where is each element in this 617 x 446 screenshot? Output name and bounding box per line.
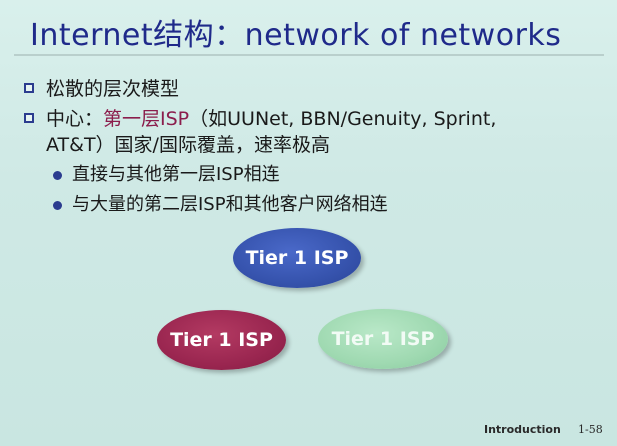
bullet-rest-line2: AT&T）国家/国际覆盖，速率极高 <box>46 134 330 156</box>
square-bullet-icon <box>24 83 34 93</box>
isp-node-right: Tier 1 ISP <box>318 309 448 369</box>
sub-bullet-text: 直接与其他第一层ISP相连 <box>72 164 280 185</box>
sub-bullet-item: 直接与其他第一层ISP相连 <box>24 162 604 188</box>
dot-bullet-icon <box>53 171 62 180</box>
isp-node-label: Tier 1 ISP <box>331 328 435 350</box>
sub-bullet-item: 与大量的第二层ISP和其他客户网络相连 <box>24 192 604 218</box>
isp-node-left: Tier 1 ISP <box>157 310 286 370</box>
footer-page-number: 1-58 <box>578 423 603 436</box>
bullet-rest-line1: （如UUNet, BBN/Genuity, Sprint, <box>189 108 497 130</box>
bullet-item-core: 中心：第一层ISP（如UUNet, BBN/Genuity, Sprint, A… <box>24 106 604 158</box>
isp-node-label: Tier 1 ISP <box>170 329 273 351</box>
slide-title: Internet结构：network of networks <box>30 18 562 53</box>
bullet-item-loose-hierarchy: 松散的层次模型 <box>24 76 604 102</box>
sub-bullet-text: 与大量的第二层ISP和其他客户网络相连 <box>72 194 388 215</box>
isp-node-top: Tier 1 ISP <box>233 228 361 288</box>
bullet-accent: 第一层ISP <box>103 108 190 130</box>
isp-node-label: Tier 1 ISP <box>245 247 349 269</box>
bullet-list: 松散的层次模型 中心：第一层ISP（如UUNet, BBN/Genuity, S… <box>24 76 604 222</box>
bullet-text: 松散的层次模型 <box>46 78 180 100</box>
dot-bullet-icon <box>53 201 62 210</box>
title-divider <box>14 54 604 56</box>
bullet-lead: 中心： <box>46 108 104 130</box>
footer-section-label: Introduction <box>484 423 561 436</box>
square-bullet-icon <box>24 113 34 123</box>
